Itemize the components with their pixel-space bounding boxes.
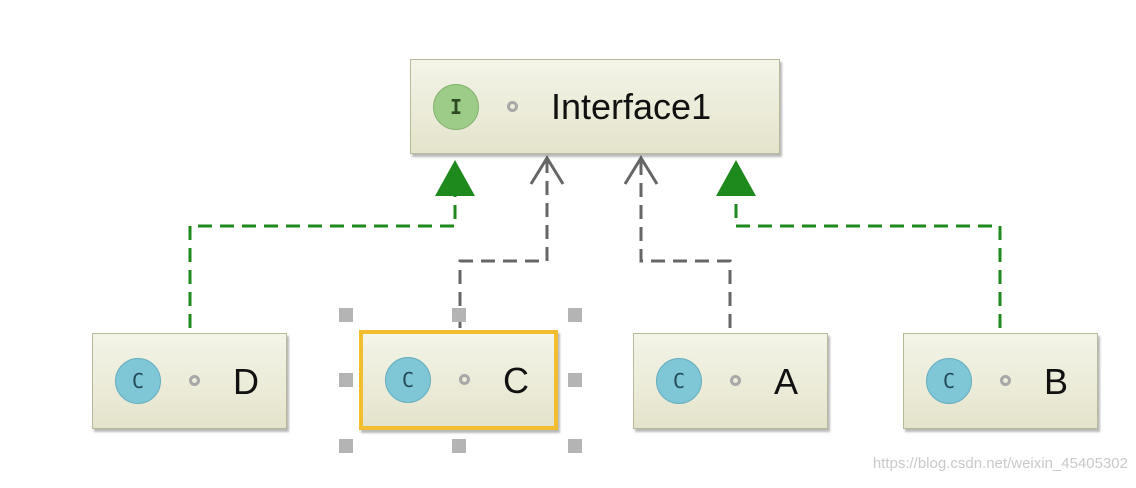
interface-icon: I: [433, 84, 479, 130]
resize-handle-bottom-right[interactable]: [568, 439, 582, 453]
node-label: C: [503, 360, 529, 401]
class-d-node[interactable]: C D: [92, 333, 287, 429]
edge-a-to-interface1[interactable]: [639, 158, 732, 328]
resize-handle-top-left[interactable]: [339, 308, 353, 322]
arrowhead-d-to-interface1: [435, 160, 475, 196]
visibility-icon: [189, 375, 200, 386]
arrowhead-a-to-interface1: [623, 155, 659, 185]
class-b-node[interactable]: C B: [903, 333, 1098, 429]
class-a-node[interactable]: C A: [633, 333, 828, 429]
edge-c-to-interface1[interactable]: [458, 158, 549, 328]
resize-handle-right[interactable]: [568, 373, 582, 387]
edge-d-to-interface1[interactable]: [188, 196, 457, 328]
resize-handle-bottom[interactable]: [452, 439, 466, 453]
resize-handle-bottom-left[interactable]: [339, 439, 353, 453]
node-label: D: [233, 361, 259, 402]
class-icon: C: [656, 358, 702, 404]
class-icon: C: [926, 358, 972, 404]
visibility-icon: [1000, 375, 1011, 386]
class-icon: C: [115, 358, 161, 404]
class-icon: C: [385, 357, 431, 403]
arrowhead-c-to-interface1: [529, 155, 565, 185]
visibility-icon: [459, 374, 470, 385]
resize-handle-top[interactable]: [452, 308, 466, 322]
arrowhead-b-to-interface1: [716, 160, 756, 196]
resize-handle-top-right[interactable]: [568, 308, 582, 322]
edge-b-to-interface1[interactable]: [734, 196, 1002, 328]
visibility-icon: [730, 375, 741, 386]
class-c-node[interactable]: C C: [359, 330, 558, 430]
resize-handle-left[interactable]: [339, 373, 353, 387]
node-label: A: [774, 361, 799, 402]
node-label: B: [1044, 361, 1069, 402]
watermark: https://blog.csdn.net/weixin_45405302: [872, 455, 1128, 472]
node-label: Interface1: [551, 86, 712, 127]
visibility-icon: [507, 101, 518, 112]
interface1-node[interactable]: I Interface1: [410, 59, 780, 154]
